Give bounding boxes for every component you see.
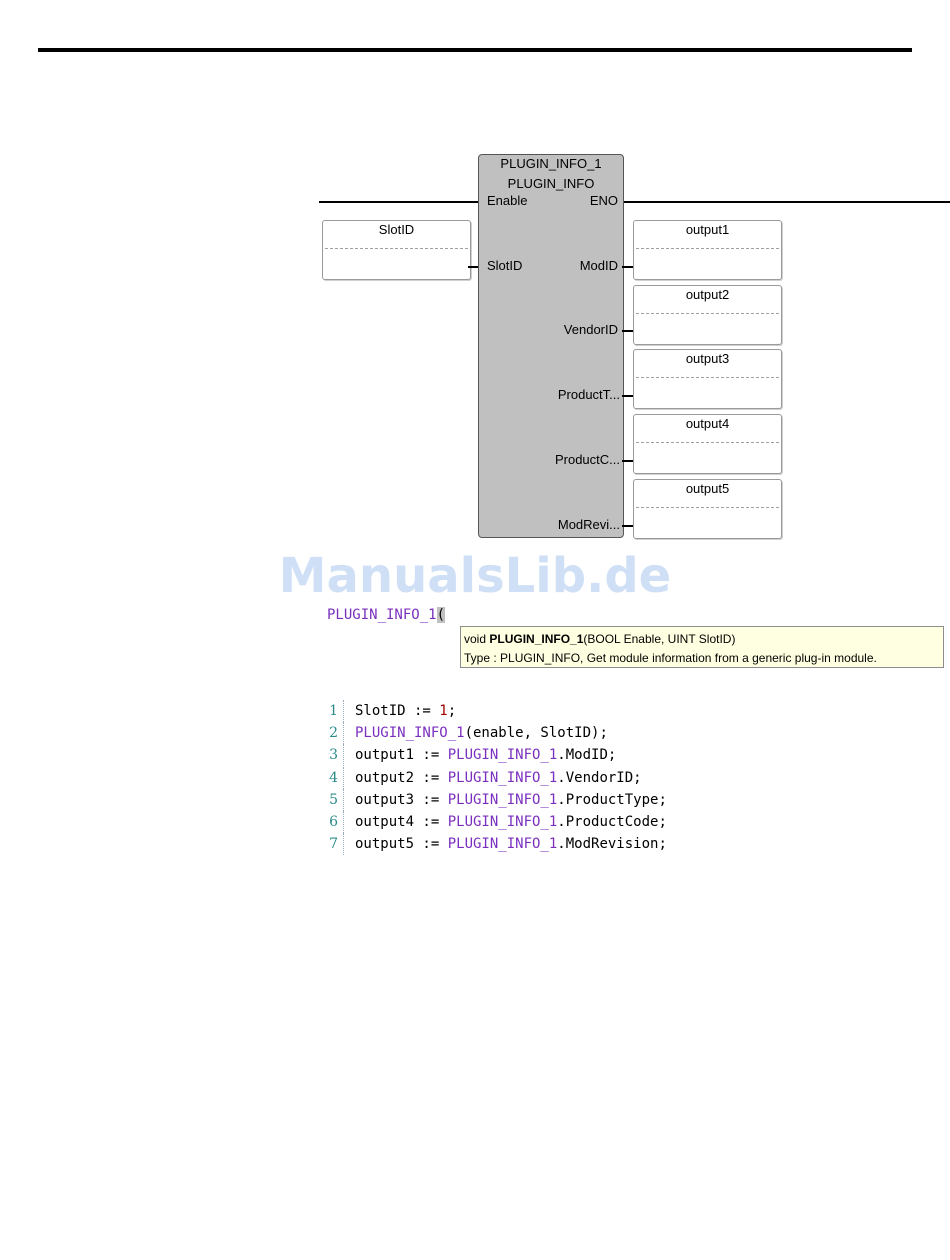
enable-input-wire[interactable] bbox=[319, 201, 479, 203]
pin-producttype-wire bbox=[622, 395, 636, 397]
code-function-name: PLUGIN_INFO_1 bbox=[447, 791, 558, 808]
variable-divider bbox=[325, 248, 468, 249]
output-variable-box[interactable]: output3 bbox=[633, 349, 782, 409]
output-variable-name: output1 bbox=[685, 222, 730, 237]
code-line[interactable]: 6 output4 := PLUGIN_INFO_1.ProductCode; bbox=[320, 810, 667, 833]
code-function-name: PLUGIN_INFO_1 bbox=[447, 836, 558, 853]
code-completion-line[interactable]: PLUGIN_INFO_1( bbox=[327, 606, 446, 624]
pin-slotid-label: SlotID bbox=[487, 258, 523, 273]
pin-productcode-label: ProductC... bbox=[554, 452, 620, 467]
output-variable-box[interactable]: output4 bbox=[633, 414, 782, 474]
input-variable-slotid[interactable]: SlotID bbox=[322, 220, 471, 280]
tooltip-parameters: (BOOL Enable, UINT SlotID) bbox=[583, 632, 736, 646]
code-text: (enable, SlotID); bbox=[464, 725, 608, 742]
variable-divider bbox=[636, 313, 779, 314]
code-number-literal: 1 bbox=[439, 703, 448, 719]
tooltip-signature: void PLUGIN_INFO_1(BOOL Enable, UINT Slo… bbox=[464, 630, 941, 649]
line-number: 1 bbox=[329, 703, 338, 719]
line-number: 5 bbox=[329, 791, 338, 808]
code-text: output1 := bbox=[355, 747, 448, 764]
line-number: 4 bbox=[329, 769, 338, 786]
code-text: .VendorID; bbox=[557, 769, 642, 786]
typed-function-name: PLUGIN_INFO_1 bbox=[327, 607, 437, 623]
input-variable-name: SlotID bbox=[378, 222, 415, 237]
code-function-name: PLUGIN_INFO_1 bbox=[447, 747, 558, 764]
code-text: .ProductCode; bbox=[557, 813, 667, 830]
gutter-divider bbox=[343, 722, 345, 745]
pin-modrevision-wire bbox=[622, 525, 636, 527]
code-text: .ModID; bbox=[557, 747, 617, 764]
code-text: .ModRevision; bbox=[557, 836, 667, 853]
code-text: SlotID := bbox=[355, 703, 440, 719]
code-function-name: PLUGIN_INFO_1 bbox=[447, 813, 558, 830]
pin-producttype-label: ProductT... bbox=[557, 387, 620, 402]
pin-enable-label: Enable bbox=[487, 193, 528, 208]
function-block-plugin-info[interactable]: PLUGIN_INFO_1 PLUGIN_INFO bbox=[478, 154, 624, 538]
output-variable-box[interactable]: output2 bbox=[633, 285, 782, 345]
watermark: ManualsLib.de bbox=[278, 548, 672, 604]
line-number: 3 bbox=[329, 747, 338, 764]
tooltip-return-type: void bbox=[464, 632, 490, 646]
variable-divider bbox=[636, 507, 779, 508]
page-top-rule bbox=[38, 48, 912, 52]
output-variable-name: output2 bbox=[685, 287, 730, 302]
output-variable-name: output5 bbox=[685, 481, 730, 496]
pin-vendorid-wire bbox=[622, 330, 636, 332]
block-type-name: PLUGIN_INFO bbox=[507, 176, 595, 191]
gutter-divider bbox=[343, 788, 345, 811]
code-line[interactable]: 7 output5 := PLUGIN_INFO_1.ModRevision; bbox=[320, 833, 667, 856]
code-text: .ProductType; bbox=[557, 791, 667, 808]
variable-divider bbox=[636, 442, 779, 443]
gutter-divider bbox=[343, 833, 345, 856]
pin-productcode-wire bbox=[622, 460, 636, 462]
variable-divider bbox=[636, 377, 779, 378]
output-variable-name: output3 bbox=[685, 351, 730, 366]
signature-tooltip: void PLUGIN_INFO_1(BOOL Enable, UINT Slo… bbox=[460, 626, 944, 668]
code-line[interactable]: 5 output3 := PLUGIN_INFO_1.ProductType; bbox=[320, 788, 667, 811]
code-text: output4 := bbox=[355, 813, 448, 830]
variable-divider bbox=[636, 248, 779, 249]
tooltip-function-name: PLUGIN_INFO_1 bbox=[489, 632, 584, 646]
gutter-divider bbox=[343, 700, 345, 722]
code-line[interactable]: 3 output1 := PLUGIN_INFO_1.ModID; bbox=[320, 744, 667, 767]
pin-modrevision-label: ModRevi... bbox=[557, 517, 620, 532]
code-text: output2 := bbox=[355, 769, 448, 786]
pin-vendorid-label: VendorID bbox=[563, 322, 618, 337]
code-function-name: PLUGIN_INFO_1 bbox=[355, 725, 465, 742]
gutter-divider bbox=[343, 766, 345, 789]
eno-output-wire[interactable] bbox=[624, 201, 950, 203]
code-text: output3 := bbox=[355, 791, 448, 808]
line-number: 6 bbox=[329, 813, 338, 830]
pin-modid-wire bbox=[622, 266, 636, 268]
output-variable-box[interactable]: output5 bbox=[633, 479, 782, 539]
code-line[interactable]: 2 PLUGIN_INFO_1(enable, SlotID); bbox=[320, 722, 667, 745]
code-text: ; bbox=[447, 703, 457, 719]
pin-eno-label: ENO bbox=[589, 193, 618, 208]
pin-modid-label: ModID bbox=[579, 258, 618, 273]
code-function-name: PLUGIN_INFO_1 bbox=[447, 769, 558, 786]
code-line[interactable]: 4 output2 := PLUGIN_INFO_1.VendorID; bbox=[320, 766, 667, 789]
slotid-input-wire bbox=[468, 266, 480, 268]
code-text: output5 := bbox=[355, 836, 448, 853]
tooltip-description: Type : PLUGIN_INFO, Get module informati… bbox=[464, 651, 877, 665]
text-caret: ( bbox=[436, 607, 446, 623]
gutter-divider bbox=[343, 744, 345, 767]
output-variable-name: output4 bbox=[685, 416, 730, 431]
gutter-divider bbox=[343, 810, 345, 833]
line-number: 2 bbox=[329, 725, 338, 742]
block-instance-name: PLUGIN_INFO_1 bbox=[500, 156, 602, 171]
line-number: 7 bbox=[329, 836, 338, 853]
output-variable-box[interactable]: output1 bbox=[633, 220, 782, 280]
